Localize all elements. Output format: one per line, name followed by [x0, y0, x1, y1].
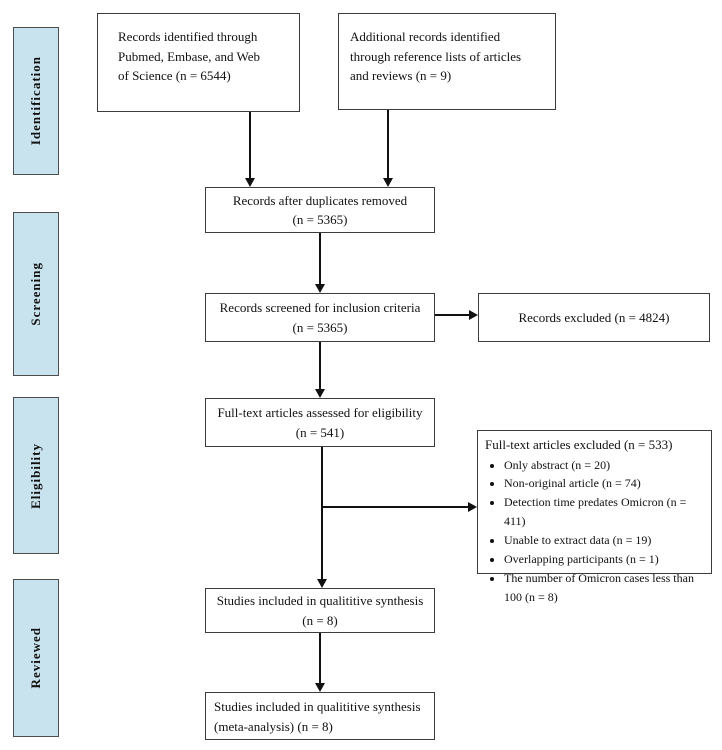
arrowhead-right-icon	[469, 310, 478, 320]
box-records-identified-line1: Records identified through	[118, 29, 258, 44]
box-duplicates-removed-line2: (n = 5365)	[292, 212, 348, 227]
arrowhead-down-icon	[245, 178, 255, 187]
box-additional-records: Additional records identified through re…	[338, 13, 556, 110]
excluded-item-overlapping: Overlapping participants (n = 1)	[504, 550, 709, 569]
box-fulltext-assessed: Full-text articles assessed for eligibil…	[205, 398, 435, 447]
arrowhead-down-icon	[383, 178, 393, 187]
arrowhead-down-icon	[317, 579, 327, 588]
excluded-item-extract: Unable to extract data (n = 19)	[504, 531, 709, 550]
box-fulltext-excluded-title: Full-text articles excluded (n = 533)	[485, 437, 673, 452]
box-records-identified-line3: of Science (n = 6544)	[118, 68, 231, 83]
box-meta-analysis: Studies included in qualititive synthesi…	[205, 692, 435, 740]
arrowhead-down-icon	[315, 683, 325, 692]
box-records-screened-line1: Records screened for inclusion criteria	[219, 300, 421, 315]
box-records-screened-line2: (n = 5365)	[292, 319, 348, 335]
box-additional-records-line3: and reviews (n = 9)	[350, 68, 452, 83]
box-additional-records-line1: Additional records identified	[350, 29, 501, 44]
box-qualitative-synthesis-line2: (n = 8)	[302, 612, 338, 628]
box-additional-records-line2: through reference lists of articles	[350, 48, 522, 64]
stage-screening-label: Screening	[28, 262, 43, 326]
fulltext-excluded-list: Only abstract (n = 20) Non-original arti…	[480, 456, 709, 608]
arrow-identified-to-duplicates	[249, 112, 251, 179]
box-records-excluded-line1: Records excluded (n = 4824)	[518, 309, 670, 325]
stage-identification: Identification	[13, 27, 59, 175]
stage-reviewed: Reviewed	[13, 579, 59, 737]
arrowhead-down-icon	[315, 284, 325, 293]
box-meta-analysis-line2: (meta-analysis) (n = 8)	[214, 718, 333, 734]
arrowhead-right-icon	[468, 502, 477, 512]
stage-screening: Screening	[13, 212, 59, 376]
arrow-duplicates-to-screened	[319, 233, 321, 285]
arrow-additional-to-duplicates	[387, 110, 389, 179]
excluded-item-cases: The number of Omicron cases less than 10…	[504, 569, 709, 607]
box-fulltext-assessed-line1: Full-text articles assessed for eligibil…	[217, 405, 423, 420]
arrowhead-down-icon	[315, 389, 325, 398]
box-records-screened: Records screened for inclusion criteria …	[205, 293, 435, 342]
box-duplicates-removed: Records after duplicates removed (n = 53…	[205, 187, 435, 233]
box-meta-analysis-line1: Studies included in qualititive synthesi…	[214, 699, 421, 714]
arrow-screened-to-excluded	[435, 314, 470, 316]
stage-eligibility: Eligibility	[13, 397, 59, 554]
stage-identification-label: Identification	[28, 56, 43, 146]
box-fulltext-excluded: Full-text articles excluded (n = 533) On…	[477, 430, 712, 604]
box-fulltext-assessed-line2: (n = 541)	[295, 424, 345, 440]
stage-eligibility-label: Eligibility	[28, 442, 43, 509]
arrow-assessed-to-qualitative	[321, 447, 323, 579]
box-qualitative-synthesis: Studies included in qualititive synthesi…	[205, 588, 435, 633]
box-duplicates-removed-line1: Records after duplicates removed	[232, 192, 408, 208]
stage-reviewed-label: Reviewed	[28, 627, 43, 689]
excluded-item-non-original: Non-original article (n = 74)	[504, 474, 709, 493]
box-records-identified-line2: Pubmed, Embase, and Web	[118, 48, 261, 64]
arrow-qualitative-to-meta	[319, 633, 321, 683]
box-qualitative-synthesis-line1: Studies included in qualititive synthesi…	[216, 593, 424, 608]
excluded-item-predates: Detection time predates Omicron (n = 411…	[504, 493, 709, 531]
box-records-excluded: Records excluded (n = 4824)	[478, 293, 710, 342]
box-records-identified: Records identified through Pubmed, Embas…	[97, 13, 300, 112]
excluded-item-abstract: Only abstract (n = 20)	[504, 456, 709, 475]
arrow-screened-to-assessed	[319, 342, 321, 390]
arrow-assessed-to-fulltext-excluded	[321, 506, 468, 508]
